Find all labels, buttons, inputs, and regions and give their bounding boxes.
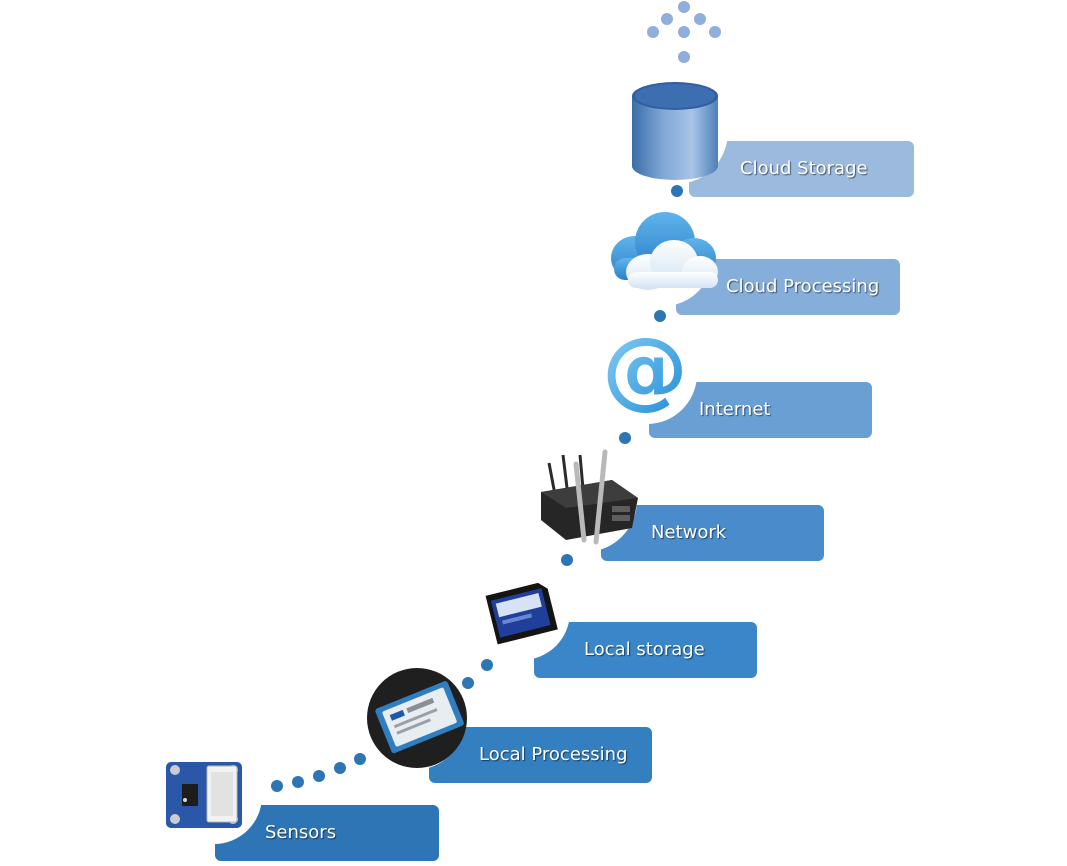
step-bar-internet [649,382,872,438]
upward-arrow-dots [647,1,721,63]
step-label-sensors: Sensors [265,822,337,843]
step-label-cloud-processing: Cloud Processing [726,276,880,297]
step-bars [215,141,914,861]
step-label-cloud-storage: Cloud Storage [740,158,868,179]
router-icon [541,449,638,545]
sensor-board-icon [166,762,242,828]
step-label-network: Network [651,522,727,543]
step-label-internet: Internet [699,399,771,420]
step-bar-local-storage [534,622,757,678]
step-label-local-storage: Local storage [584,639,705,660]
connector-dots [271,185,683,792]
step-bar-sensors [215,805,439,861]
edison-module-icon [367,668,467,768]
database-cylinder-icon [632,82,718,180]
step-bar-cloud-processing [676,259,900,315]
cloud-icon [611,212,718,290]
svg-text:@: @ [602,319,688,419]
step-bar-network [601,505,824,561]
sd-card-icon [485,582,558,645]
step-bar-local-processing [429,727,652,783]
step-bar-cloud-storage [689,141,914,197]
step-label-local-processing: Local Processing [479,744,628,765]
at-sign-icon: @ [602,319,688,419]
